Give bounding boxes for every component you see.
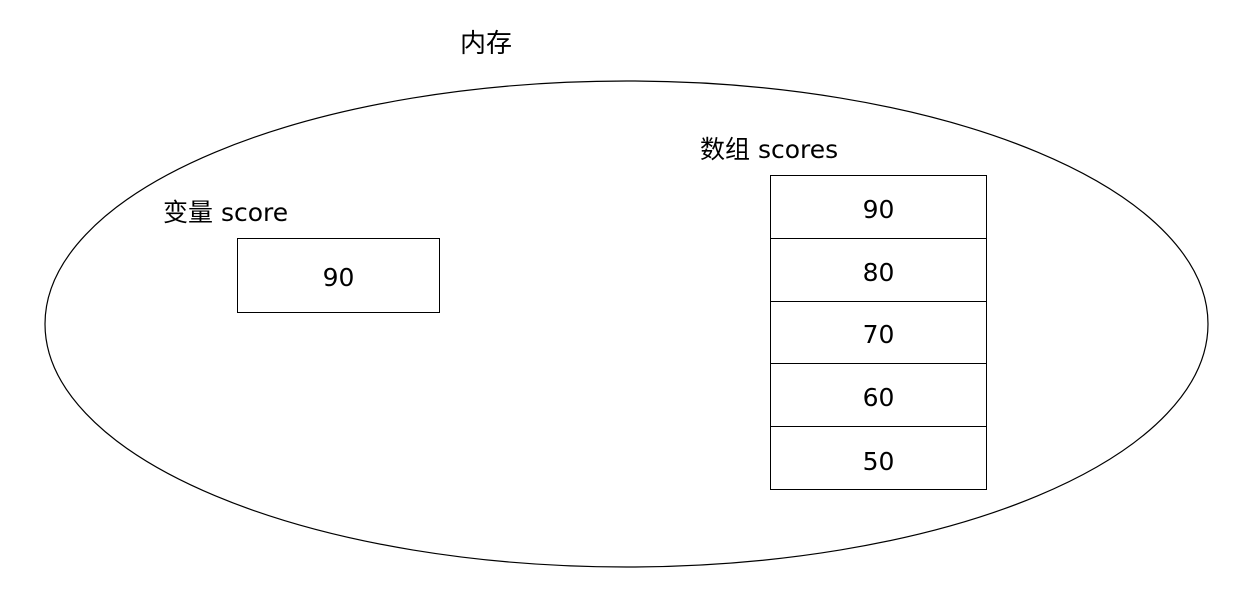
array-cell: 70: [771, 302, 986, 365]
array-cell-value: 50: [862, 446, 895, 476]
array-cell-value: 80: [862, 257, 895, 287]
array-label: 数组 scores: [700, 135, 839, 164]
variable-box: 90: [237, 238, 440, 313]
array-cell: 60: [771, 364, 986, 428]
array-cell: 90: [771, 176, 986, 239]
array-cell-value: 90: [862, 194, 895, 224]
array-cell: 50: [771, 427, 986, 490]
variable-value: 90: [322, 263, 355, 292]
array-cell: 80: [771, 239, 986, 302]
page-title: 内存: [459, 29, 512, 59]
array-box: 90 80 70 60 50: [770, 175, 987, 490]
variable-label: 变量 score: [163, 198, 289, 227]
array-cell-value: 60: [862, 383, 895, 413]
array-cell-value: 70: [862, 320, 895, 350]
memory-ellipse-outline: [44, 80, 1209, 568]
